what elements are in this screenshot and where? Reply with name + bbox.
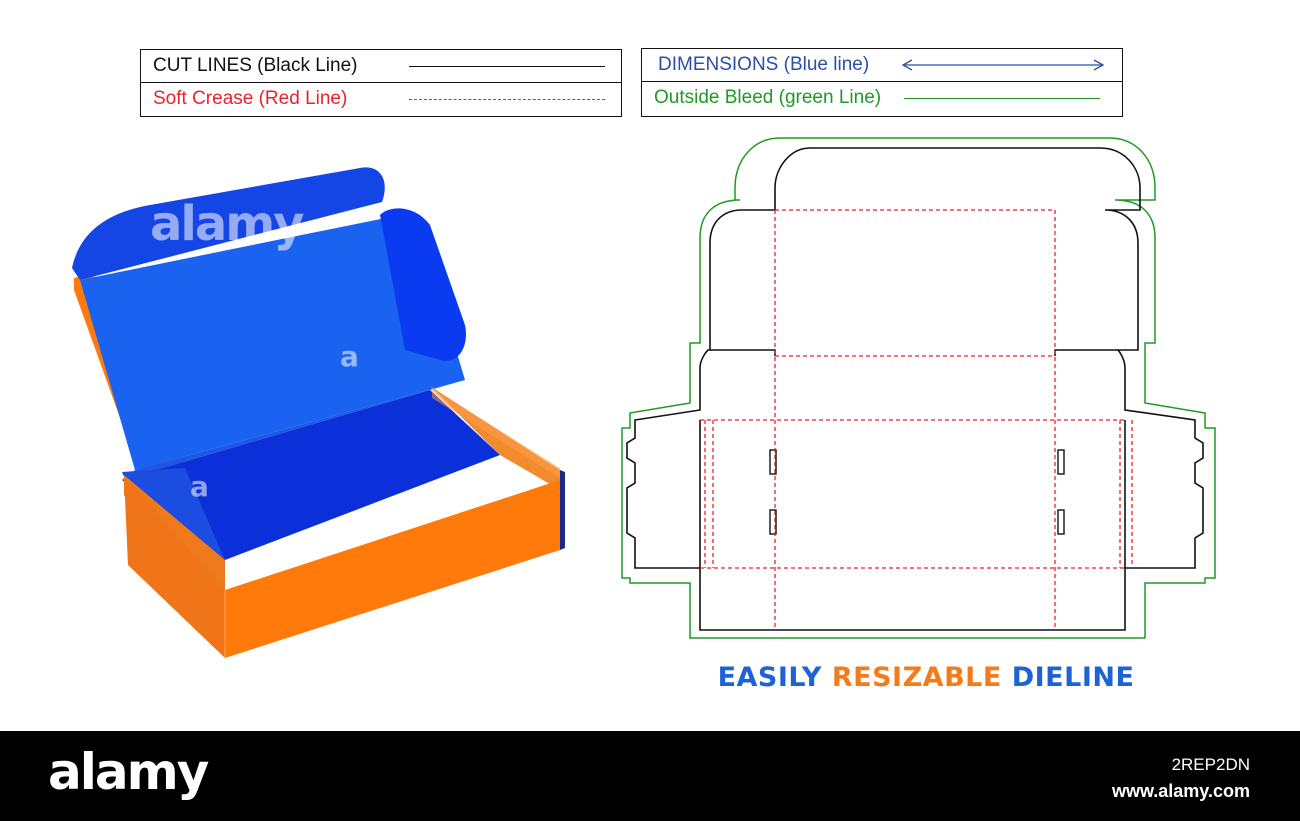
slot-right-upper — [1057, 449, 1065, 475]
footer-site-link[interactable]: www.alamy.com — [1111, 781, 1250, 801]
cut-line-outline — [626, 147, 1204, 631]
footer-brand-logo[interactable]: alamy — [48, 743, 209, 801]
tagline-word-3: DIELINE — [1011, 662, 1135, 693]
legend-soft-crease-row: Soft Crease (Red Line) — [141, 83, 621, 115]
legend-right: DIMENSIONS (Blue line) Outside Bleed (gr… — [641, 48, 1123, 117]
slot-left-upper — [769, 449, 777, 475]
slot-right-lower — [1057, 509, 1065, 535]
outside-bleed-sample — [904, 98, 1100, 99]
lid-tuck-flap — [72, 167, 385, 280]
footer-image-id: 2REP2DN — [1171, 755, 1250, 774]
footer-bar: alamy 2REP2DN www.alamy.com — [0, 731, 1300, 821]
cut-line-notch-right — [1054, 349, 1118, 356]
soft-crease-lines — [700, 209, 1133, 630]
right-lid-flap — [380, 208, 466, 361]
cut-line-notch-left — [710, 349, 776, 356]
tagline: EASILY RESIZABLE DIELINE — [640, 662, 1212, 693]
right-edge — [560, 470, 565, 550]
cut-line-sample — [409, 66, 605, 67]
tagline-word-1: EASILY — [717, 662, 822, 693]
watermark-small-2: a — [190, 470, 209, 503]
watermark-main: alamy — [150, 196, 305, 252]
dimension-arrow-sample — [901, 59, 1105, 71]
front-outer-wall — [225, 480, 560, 658]
watermark-small-3: a — [490, 470, 509, 503]
watermark-small-1: a — [340, 340, 359, 373]
outside-bleed-outline — [621, 137, 1216, 639]
legend-cut-lines-row: CUT LINES (Black Line) — [141, 50, 621, 83]
lid-inner-panel — [80, 212, 465, 470]
slot-left-lower — [769, 509, 777, 535]
tagline-word-2: RESIZABLE — [831, 662, 1002, 693]
outside-bleed-label: Outside Bleed (green Line) — [654, 87, 882, 108]
left-outer-side — [124, 475, 225, 658]
soft-crease-sample — [409, 99, 605, 100]
soft-crease-label: Soft Crease (Red Line) — [153, 88, 348, 109]
legend-outside-bleed-row: Outside Bleed (green Line) — [642, 82, 1122, 114]
legend-left: CUT LINES (Black Line) Soft Crease (Red … — [140, 49, 622, 117]
right-rim — [432, 388, 560, 478]
legend-dimensions-row: DIMENSIONS (Blue line) — [642, 49, 1122, 82]
inner-floor — [122, 390, 500, 560]
dieline-drawing — [621, 137, 1216, 639]
mailer-box-illustration — [72, 167, 565, 658]
dimensions-label: DIMENSIONS (Blue line) — [658, 54, 870, 75]
cut-lines-label: CUT LINES (Black Line) — [153, 55, 358, 76]
